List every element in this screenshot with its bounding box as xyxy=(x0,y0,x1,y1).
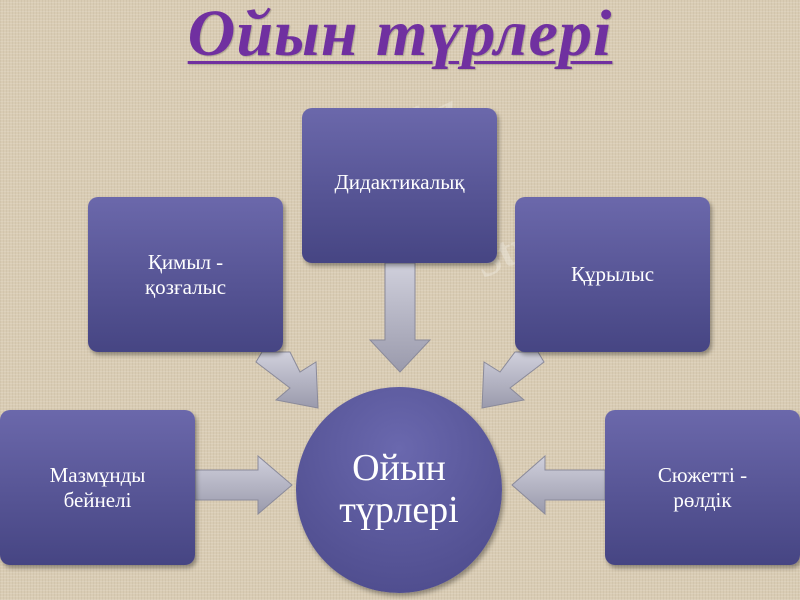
arrow-left-icon xyxy=(511,454,606,516)
arrow-left-down-icon xyxy=(255,351,319,409)
box-didaktikalyq: Дидактикалық xyxy=(302,108,497,263)
box-qurylys: Құрылыс xyxy=(515,197,710,352)
slide-title: Ойын түрлері xyxy=(187,0,613,70)
box-syuzhetti-roldik: Сюжетті - рөлдік xyxy=(605,410,800,565)
box-qimyl-qozgalys: Қимыл - қозғалыс xyxy=(88,197,283,352)
arrow-down-icon xyxy=(368,262,432,373)
arrow-right-down-icon xyxy=(481,351,545,409)
box-mazmundy-beineli: Мазмұнды бейнелі xyxy=(0,410,195,565)
arrow-right-icon xyxy=(194,454,293,516)
center-circle: Ойын түрлері xyxy=(296,387,502,593)
